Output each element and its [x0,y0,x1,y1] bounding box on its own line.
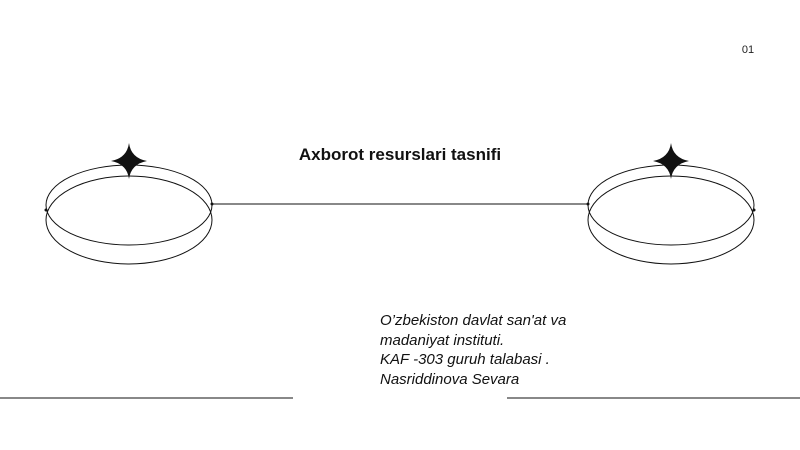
page-number: 01 [741,44,755,56]
slide-title: Axborot resurslari tasnifi [298,145,502,164]
author-line-3: KAF -303 guruh talabasi . [380,351,550,368]
author-line-4: Nasriddinova Sevara [380,370,520,388]
left-ring-outer-node [44,208,48,212]
right-ring-outer-node [752,208,756,212]
author-info: O’zbekiston davlat san'at va madaniyat i… [380,311,660,389]
right-ring-icon [587,164,755,265]
author-line-1: O’zbekiston davlat san'at va [380,312,567,329]
left-ring-node [210,202,214,206]
author-line-2: madaniyat instituti. [380,331,505,349]
right-ring-node [586,202,590,206]
left-star-icon [111,143,147,179]
left-ring-icon [45,164,213,265]
right-star-icon [653,143,689,179]
